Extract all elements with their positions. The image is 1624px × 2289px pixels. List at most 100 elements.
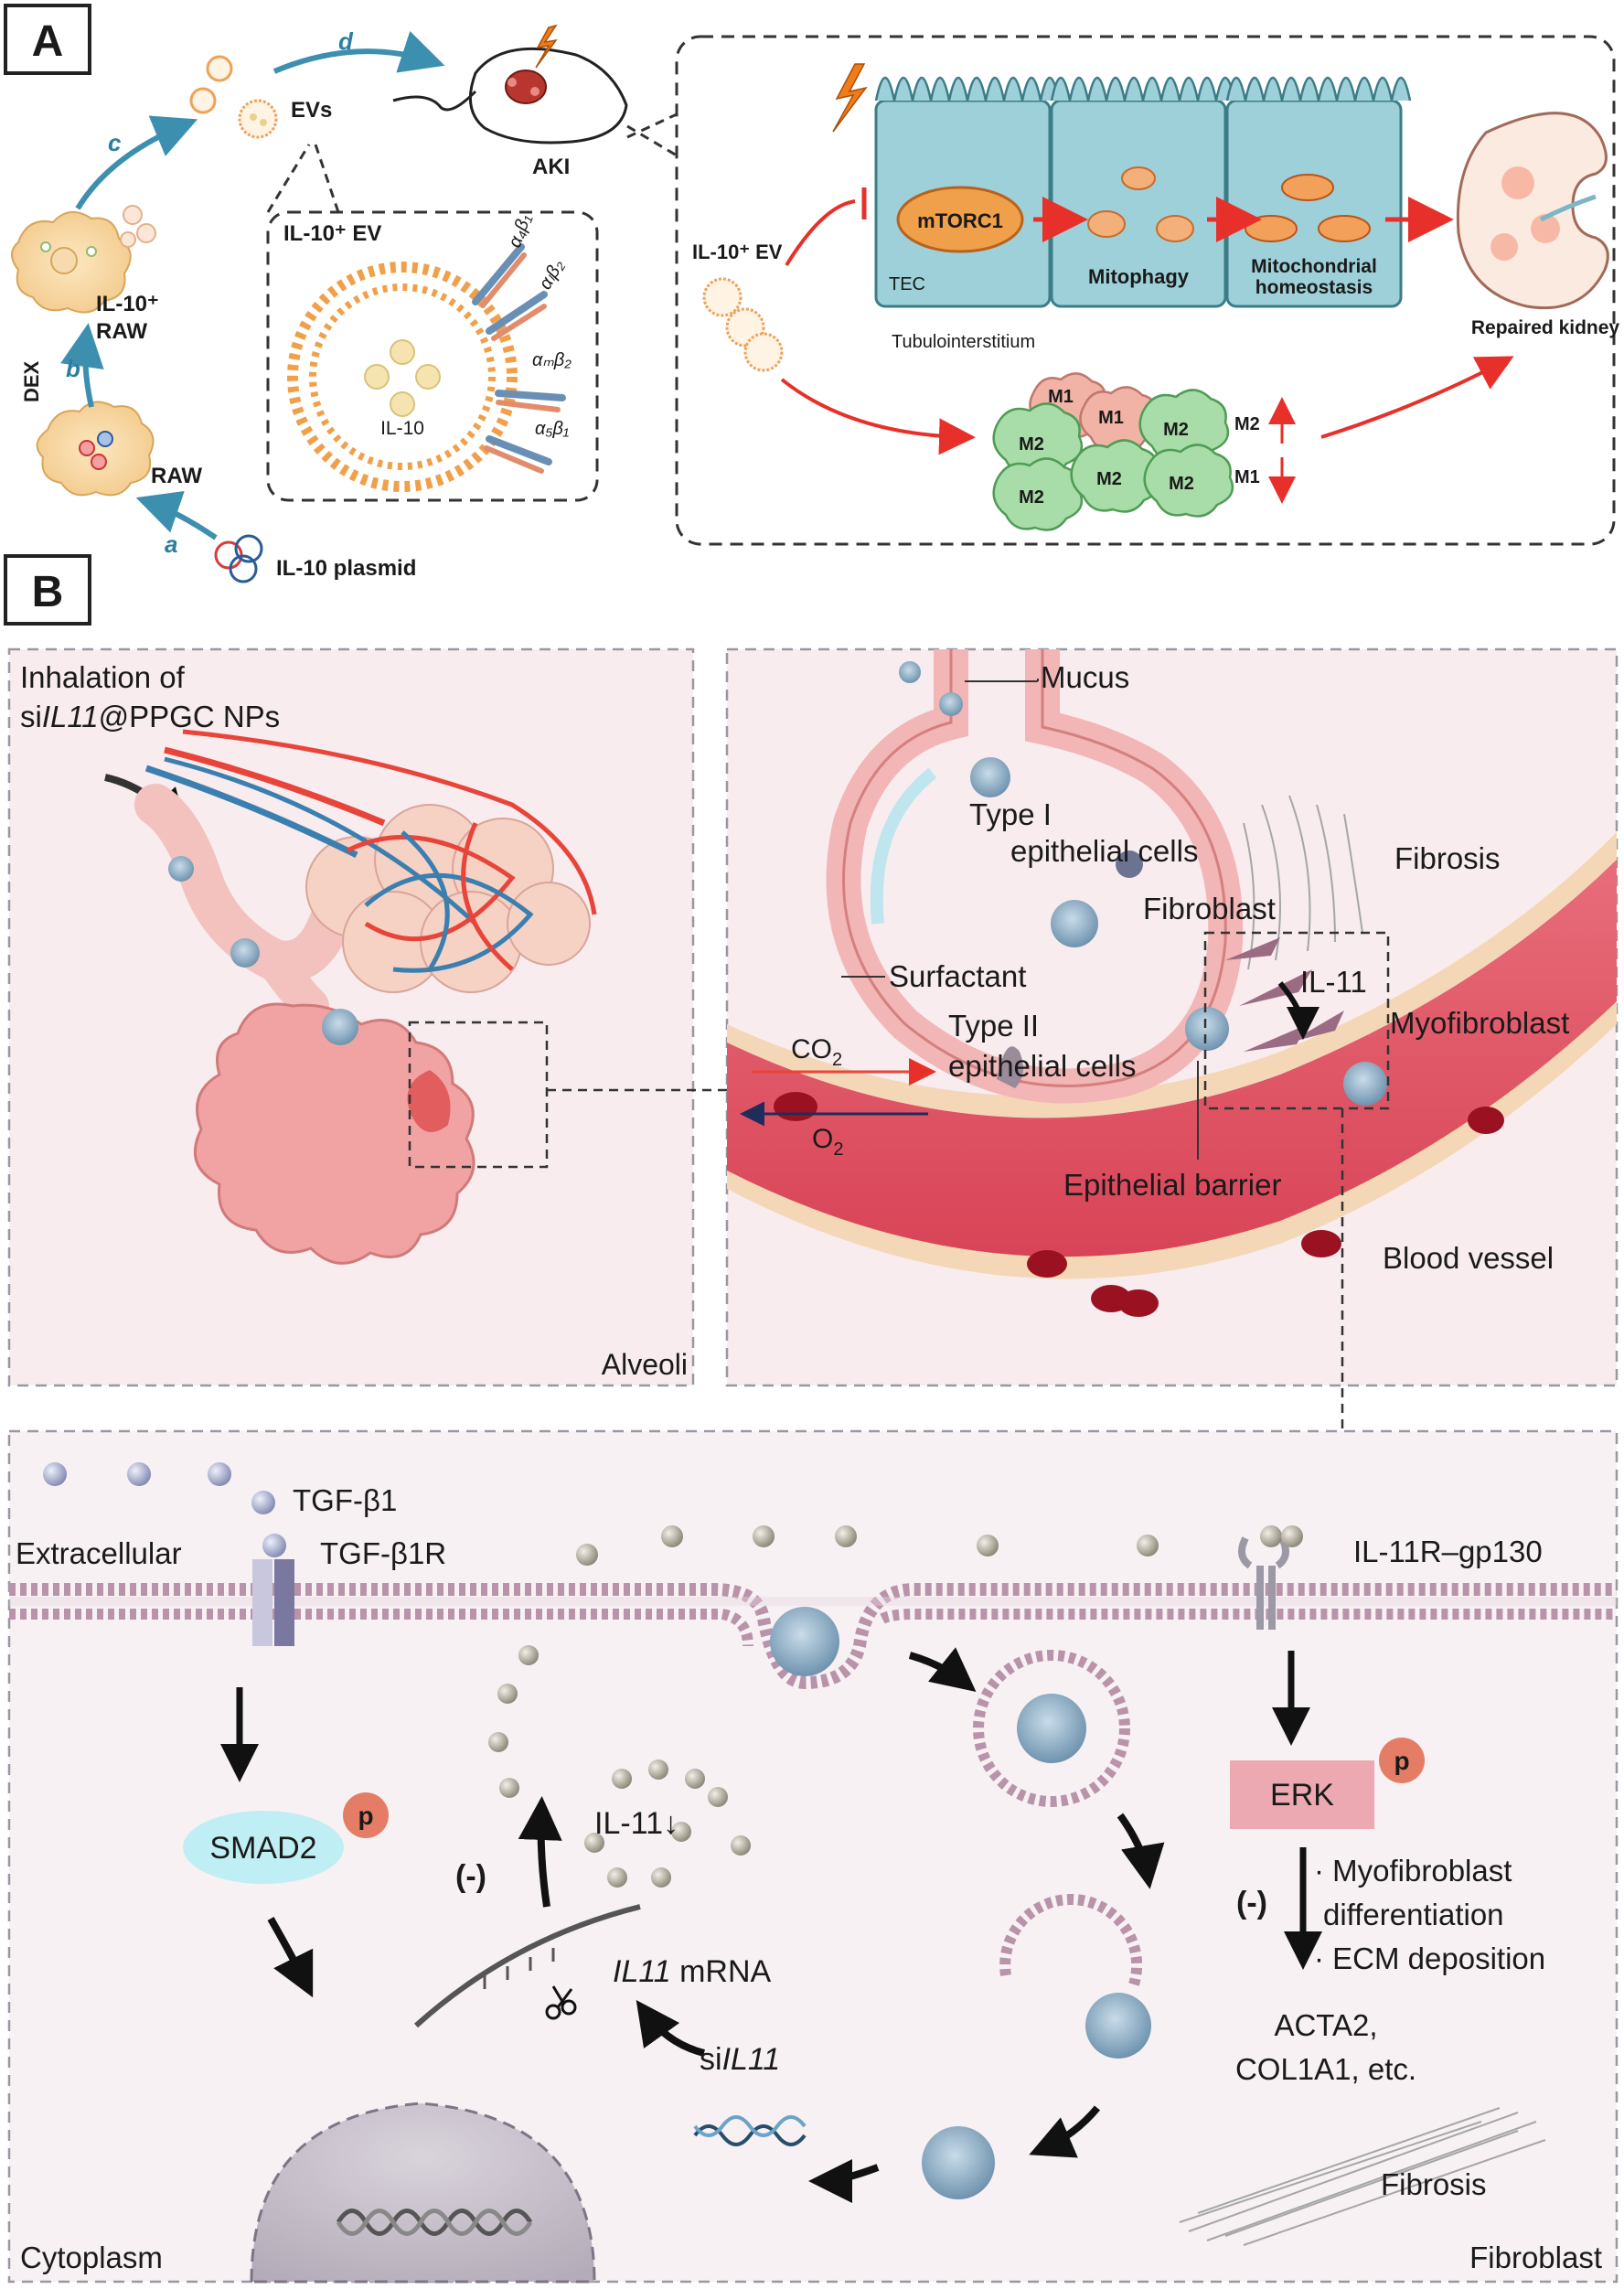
phospho-badge-erk [1379, 1738, 1425, 1783]
mito-homeostasis-label-1: Mitochondrial [1251, 256, 1377, 277]
dex-label: DEX [20, 360, 43, 402]
col1a1-label: COL1A1, etc. [1235, 2052, 1416, 2086]
bullet1-label-2: differentiation [1323, 1898, 1504, 1931]
fibrosis-top-label: Fibrosis [1394, 841, 1501, 875]
myofibroblast-label: Myofibroblast [1390, 1006, 1569, 1040]
step-b-label: b [66, 355, 80, 382]
m2-label-1: M2 [1019, 434, 1044, 455]
smad2-ellipse [183, 1811, 344, 1884]
mouse-icon [392, 24, 628, 144]
il11-down-label: IL-11↓ [594, 1806, 678, 1841]
macrophage-cluster-icon [992, 372, 1234, 531]
il10-raw-label-2: RAW [96, 319, 147, 344]
erk-box [1230, 1760, 1374, 1829]
il11-protein-dots-icon [488, 1525, 1159, 1888]
repaired-kidney-label: Repaired kidney [1471, 317, 1620, 338]
tgf-b1-ligand-icons [43, 1462, 286, 1557]
fibroblast-label: Fibroblast [1143, 892, 1276, 925]
integrin-label-2: αₗβ₂ [535, 256, 568, 294]
smad2-label: SMAD2 [209, 1831, 316, 1866]
m1-trend-label: M1 [1234, 467, 1260, 487]
bronchiole-icon [134, 784, 350, 1024]
integrin-receptors-icon [472, 243, 566, 474]
blood-vessel-label: Blood vessel [1383, 1241, 1554, 1275]
panel-b: B Inhalation of siIL11@PPGC NPs [4, 554, 1619, 2284]
il11-mrna-label: IL11 mRNA [613, 1954, 772, 1989]
step-c-arrow [75, 115, 198, 210]
lightning-icon [535, 24, 558, 69]
tubulointerstitium-label: Tubulointerstitium [892, 332, 1035, 352]
extracellular-label: Extracellular [16, 1536, 182, 1570]
barrier-zoom-box [1203, 931, 1390, 1110]
integrin-label-4: α₅β₁ [535, 419, 569, 439]
alveolus-wall-icon [826, 649, 1244, 1104]
tubular-epithelium [832, 63, 1454, 308]
inhalation-label-1: Inhalation of [20, 660, 186, 694]
step-a-label: a [165, 530, 177, 558]
alveoli-label: Alveoli [602, 1348, 688, 1381]
fibrosis-bottom-label: Fibrosis [1381, 2167, 1487, 2201]
step-a-arrow [135, 490, 218, 540]
erk-label: ERK [1270, 1778, 1334, 1813]
il10-plasmid-icon [214, 534, 263, 583]
evs-label: EVs [291, 98, 332, 123]
phospho-label-smad2: p [358, 1802, 373, 1830]
mitochondria-icons [1087, 166, 1371, 242]
m2-label-3: M2 [1019, 487, 1044, 508]
aki-label: AKI [532, 155, 570, 179]
bullet1-label-1: · Myofibroblast [1314, 1854, 1512, 1888]
blood-vessel-icon [727, 832, 1617, 1317]
co2-label: CO2 [791, 1034, 842, 1070]
mito-homeostasis-label-2: homeostasis [1255, 277, 1373, 298]
raw-label: RAW [151, 464, 202, 488]
il11-receptor-icon [1238, 1525, 1303, 1630]
tgfb1-receptor-icon [252, 1559, 294, 1646]
integrin-label-1: α₄β₁ [505, 211, 535, 250]
m2-label-5: M2 [1169, 474, 1194, 494]
nanoparticle-icon [168, 856, 358, 1045]
lightning-icon [832, 63, 868, 133]
step-b-arrow [60, 323, 104, 408]
nucleus-icon [250, 2102, 596, 2284]
zoom-nanoparticle-icons [899, 661, 1387, 1106]
type2-label-1: Type II [948, 1009, 1039, 1043]
panel-a-label: A [32, 17, 64, 66]
type1-label-2: epithelial cells [1010, 834, 1198, 868]
m1-label-2: M1 [1098, 408, 1124, 428]
panel-a: A IL-10 plasmid a RAW b DEX I [4, 4, 1620, 583]
m2-label-4: M2 [1096, 469, 1122, 489]
small-evs-icon [120, 205, 156, 248]
surfactant-label: Surfactant [889, 959, 1026, 993]
m2-label-2: M2 [1163, 420, 1189, 440]
il11-mrna-strand [413, 1904, 641, 2028]
il10-ev-right-icon [702, 277, 784, 372]
kidney-mechanism-box [675, 35, 1616, 546]
il10-ev-right-label: IL-10⁺ EV [692, 241, 783, 263]
il10-ev-detail-box [266, 210, 599, 502]
il10-ev-membrane [287, 262, 518, 492]
phospho-label-erk: p [1394, 1747, 1409, 1775]
evs-cluster-icon [189, 55, 278, 139]
type2-label-2: epithelial cells [948, 1049, 1136, 1083]
mitophagy-label: Mitophagy [1088, 265, 1190, 288]
il10-center-label: IL-10 [380, 418, 424, 439]
sirna-duplex-icon [693, 2124, 807, 2146]
zoom-box [408, 1021, 549, 1169]
inhalation-label-2: siIL11@PPGC NPs [20, 700, 280, 733]
m1-label-1: M1 [1048, 387, 1074, 407]
phospho-badge-smad2 [343, 1792, 389, 1838]
tgfb1-label: TGF-β1 [293, 1483, 397, 1517]
bullet2-label: · ECM deposition [1314, 1941, 1545, 1975]
capillary-network-icon [144, 729, 597, 973]
tec-label: TEC [889, 274, 925, 294]
o2-label: O2 [812, 1124, 843, 1160]
step-d-arrow [272, 30, 445, 74]
sil11-label: siIL11 [700, 2042, 780, 2077]
raw-cell-icon [36, 401, 155, 497]
minus-label-right: (-) [1236, 1886, 1267, 1920]
mtorc1-ellipse [896, 186, 1024, 253]
cytoplasm-label: Cytoplasm [20, 2241, 163, 2274]
type1-label-1: Type I [969, 797, 1052, 831]
minus-label-left: (-) [455, 1859, 486, 1894]
